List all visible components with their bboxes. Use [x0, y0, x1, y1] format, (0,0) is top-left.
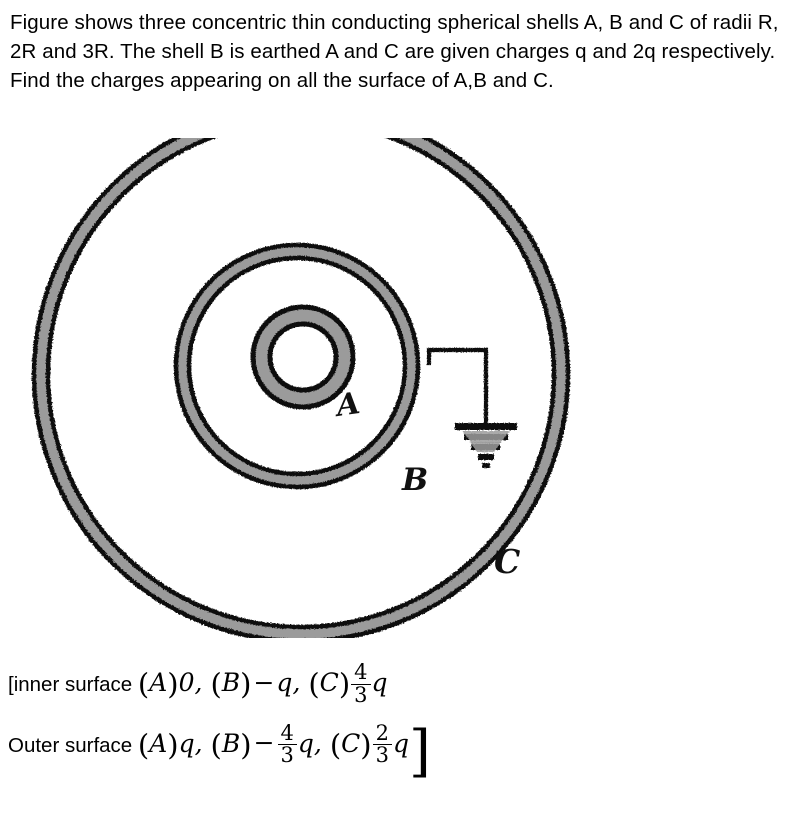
shell-c-label: C — [494, 542, 520, 581]
answer-line1-comma-1: , — [194, 667, 211, 697]
answer-line1-c-frac-numerator: 4 — [354, 660, 368, 684]
answer-line1-c-frac-denominator: 3 — [351, 683, 371, 707]
answer-line1-c-close-paren: ) — [338, 666, 351, 701]
shell-a-label: A — [331, 386, 362, 424]
answer-line2-comma-1: , — [194, 728, 211, 758]
answer-line1-shell-c: C — [319, 667, 339, 697]
answer-line1-shell-b: B — [221, 667, 241, 697]
answer-line1-prefix: [inner surface — [8, 672, 138, 696]
answer-line2-shell-b: B — [221, 728, 241, 758]
answer-line2-c-close-paren: ) — [360, 727, 372, 762]
answer-line2-b-minus: − — [253, 728, 275, 758]
answer-line2-comma-2: , — [313, 728, 330, 758]
concentric-shells-figure: A B C — [0, 138, 640, 638]
answer-line1-b-close-paren: ) — [240, 666, 252, 701]
answer-line2-a-close-paren: ) — [167, 727, 179, 762]
shell-b-label: B — [401, 462, 428, 498]
answer-line2-shell-a: A — [149, 728, 168, 758]
answer-line2-c-frac-denominator: 3 — [372, 744, 392, 767]
answer-line1-c-open-paren: ( — [308, 666, 320, 701]
answer-line1-a-close-paren: ) — [167, 666, 179, 701]
answer-line2-c-frac-numerator: 2 — [375, 720, 389, 745]
answer-line1-a-open-paren: ( — [137, 666, 150, 701]
answer-line2-shell-c: C — [341, 728, 361, 758]
shell-c-ring — [31, 138, 571, 638]
answer-close-bracket: ] — [409, 718, 431, 784]
shell-a-ring — [250, 304, 356, 410]
answer-line2-b-value: q — [297, 728, 314, 758]
question-text: Figure shows three concentric thin condu… — [10, 11, 779, 92]
answer-line2-b-frac-denominator: 3 — [277, 744, 297, 767]
answer-line2-prefix: Outer surface — [8, 733, 138, 757]
answer-line2-b-frac-numerator: 4 — [280, 720, 294, 745]
answer-line1-shell-a: A — [149, 667, 168, 697]
answer-line2-b-open-paren: ( — [210, 727, 222, 762]
answer-line1-b-open-paren: ( — [210, 666, 222, 701]
earth-wire — [426, 347, 489, 428]
earth-ground-icon — [455, 423, 517, 468]
answer-line1-b-value: q — [276, 667, 293, 697]
answer-line2-b-close-paren: ) — [240, 727, 252, 762]
answer-line2-a-open-paren: ( — [137, 727, 150, 762]
answer-line2-a-value: q — [178, 728, 195, 758]
shell-b-ring — [173, 242, 421, 490]
answer-line1-b-minus: − — [253, 667, 275, 697]
answer-line1-c-value: q — [371, 667, 388, 697]
answer-line1-a-value: 0 — [178, 667, 195, 697]
answer-line2-c-open-paren: ( — [329, 727, 342, 762]
answer-line1-comma-2: , — [292, 667, 309, 697]
answer-line2-c-value: q — [392, 728, 409, 758]
